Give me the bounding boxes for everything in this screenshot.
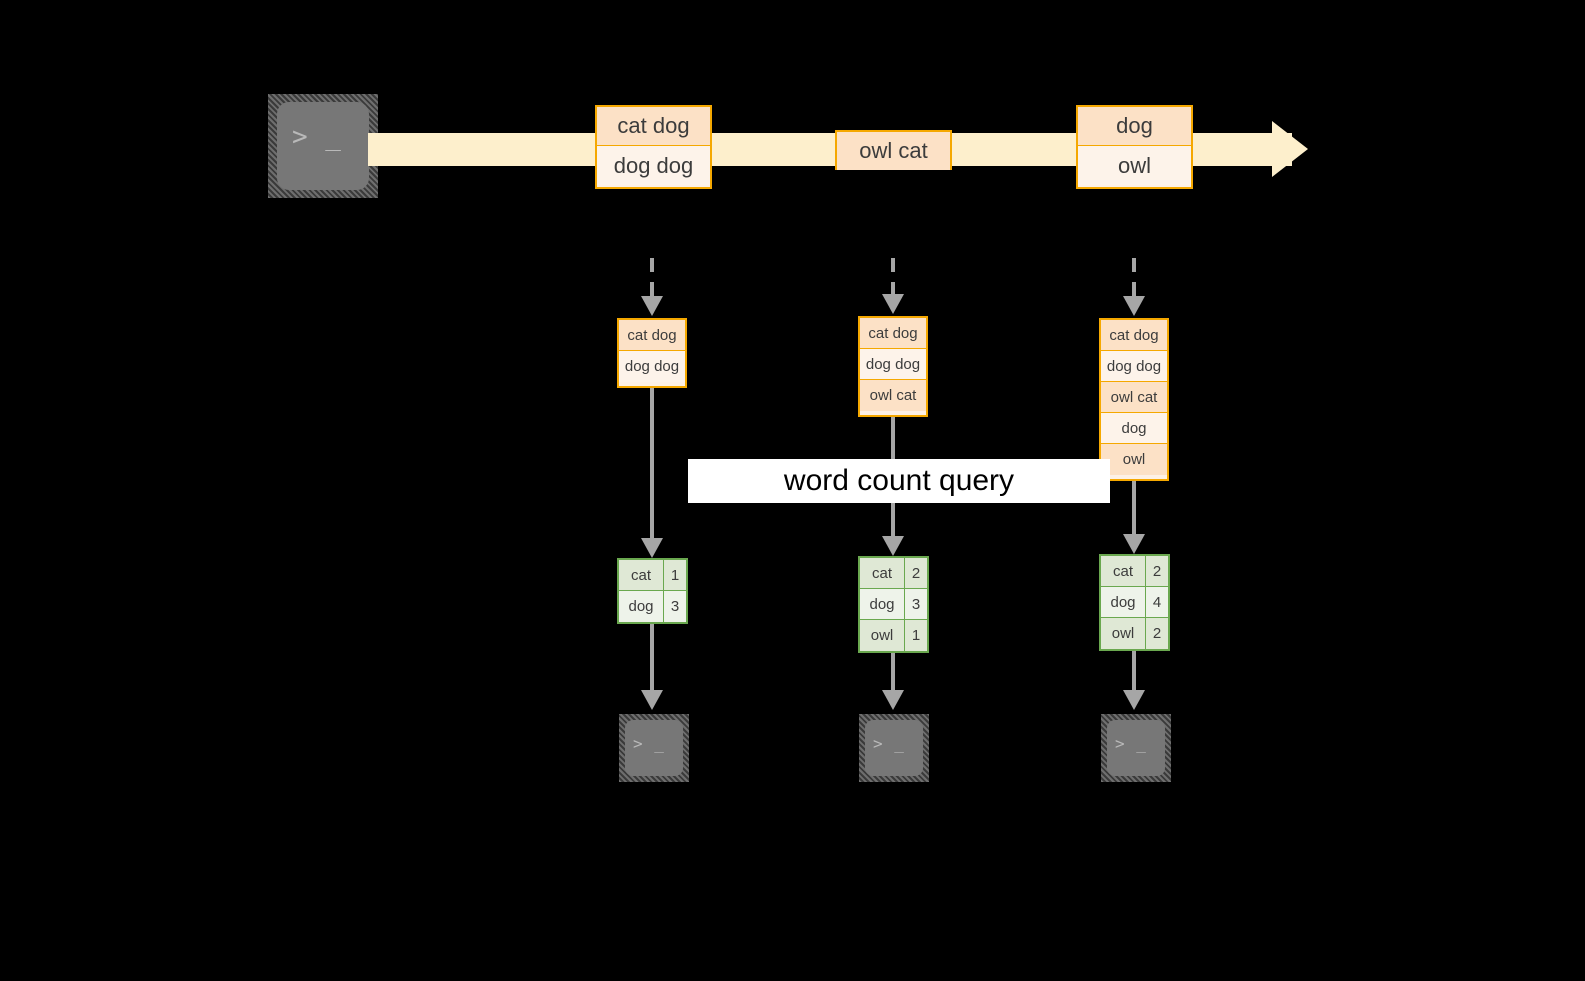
sink-connector-1	[650, 624, 654, 696]
sink-connector-2	[891, 653, 895, 696]
column-3-input-line: owl	[1101, 444, 1167, 475]
column-3-result-count: 2	[1152, 625, 1162, 642]
table-row: dog 3	[619, 591, 686, 622]
stream-arrow-head-icon	[1272, 121, 1308, 177]
table-row: cat 1	[619, 560, 686, 591]
column-2-result-count: 2	[911, 564, 921, 582]
table-row: cat 2	[860, 558, 927, 589]
trigger-connector-2	[891, 258, 895, 298]
column-2-result-word: dog	[860, 589, 905, 619]
column-3-input-table: cat dog dog dog owl cat dog owl	[1099, 318, 1169, 481]
source-terminal-icon: > _	[268, 94, 378, 198]
query-connector-1-arrow-icon	[641, 538, 663, 558]
column-1-sink-terminal-icon: > _	[619, 714, 689, 782]
column-3-input-line: dog	[1101, 413, 1167, 444]
trigger-connector-2-arrow-icon	[882, 294, 904, 314]
terminal-prompt-text: > _	[633, 734, 665, 753]
terminal-screen	[865, 720, 923, 776]
column-2-input-table: cat dog dog dog owl cat	[858, 316, 928, 417]
stream-batch-1: cat dog dog dog	[595, 105, 712, 189]
column-2-input-line: owl cat	[860, 380, 926, 411]
stream-batch-3-line: owl	[1078, 146, 1191, 185]
trigger-connector-1-arrow-icon	[641, 296, 663, 316]
column-3-result-word: dog	[1101, 587, 1146, 617]
column-2-result-count: 1	[911, 627, 921, 644]
stream-batch-1-line: dog dog	[597, 146, 710, 185]
column-2-sink-terminal-icon: > _	[859, 714, 929, 782]
stream-batch-2: owl cat	[835, 130, 952, 170]
table-row: owl 2	[1101, 618, 1168, 649]
query-label-banner: word count query	[688, 459, 1110, 503]
terminal-prompt-text: > _	[873, 734, 905, 753]
stream-batch-2-line: owl cat	[837, 132, 950, 170]
column-1-input-table: cat dog dog dog	[617, 318, 687, 388]
terminal-prompt-text: > _	[1115, 734, 1147, 753]
column-1-result-word: dog	[619, 591, 664, 622]
column-3-input-line: cat dog	[1101, 320, 1167, 351]
column-3-input-line: dog dog	[1101, 351, 1167, 382]
query-label-text: word count query	[783, 464, 1015, 497]
query-connector-1	[650, 388, 654, 543]
sink-connector-3-arrow-icon	[1123, 690, 1145, 710]
query-connector-3	[1132, 481, 1136, 539]
trigger-connector-3	[1132, 258, 1136, 300]
column-2-input-line: cat dog	[860, 318, 926, 349]
table-row: owl 1	[860, 620, 927, 651]
column-1-result-count: 1	[670, 566, 680, 584]
column-1-result-count: 3	[670, 598, 680, 615]
table-row: dog 3	[860, 589, 927, 620]
trigger-connector-3-arrow-icon	[1123, 296, 1145, 316]
column-2-input-line: dog dog	[860, 349, 926, 380]
stream-batch-3-line: dog	[1078, 107, 1191, 146]
query-connector-3-arrow-icon	[1123, 534, 1145, 554]
column-1-input-line: cat dog	[619, 320, 685, 351]
column-1-result-word: cat	[619, 560, 664, 590]
sink-connector-2-arrow-icon	[882, 690, 904, 710]
column-3-result-count: 4	[1152, 593, 1162, 611]
column-3-result-count: 2	[1152, 562, 1162, 580]
query-connector-2-arrow-icon	[882, 536, 904, 556]
trigger-connector-1	[650, 258, 654, 300]
column-3-sink-terminal-icon: > _	[1101, 714, 1171, 782]
column-2-result-table: cat 2 dog 3 owl 1	[858, 556, 929, 653]
terminal-prompt-text: > _	[292, 122, 342, 152]
terminal-screen	[1107, 720, 1165, 776]
column-3-input-line: owl cat	[1101, 382, 1167, 413]
column-2-result-count: 3	[911, 595, 921, 613]
column-2-result-word: cat	[860, 558, 905, 588]
sink-connector-3	[1132, 651, 1136, 696]
terminal-screen	[277, 102, 369, 190]
terminal-screen	[625, 720, 683, 776]
column-3-result-word: cat	[1101, 556, 1146, 586]
column-1-input-line: dog dog	[619, 351, 685, 382]
stream-batch-3: dog owl	[1076, 105, 1193, 189]
column-1-result-table: cat 1 dog 3	[617, 558, 688, 624]
stream-batch-1-line: cat dog	[597, 107, 710, 146]
table-row: cat 2	[1101, 556, 1168, 587]
column-3-result-word: owl	[1101, 618, 1146, 649]
sink-connector-1-arrow-icon	[641, 690, 663, 710]
table-row: dog 4	[1101, 587, 1168, 618]
column-3-result-table: cat 2 dog 4 owl 2	[1099, 554, 1170, 651]
column-2-result-word: owl	[860, 620, 905, 651]
